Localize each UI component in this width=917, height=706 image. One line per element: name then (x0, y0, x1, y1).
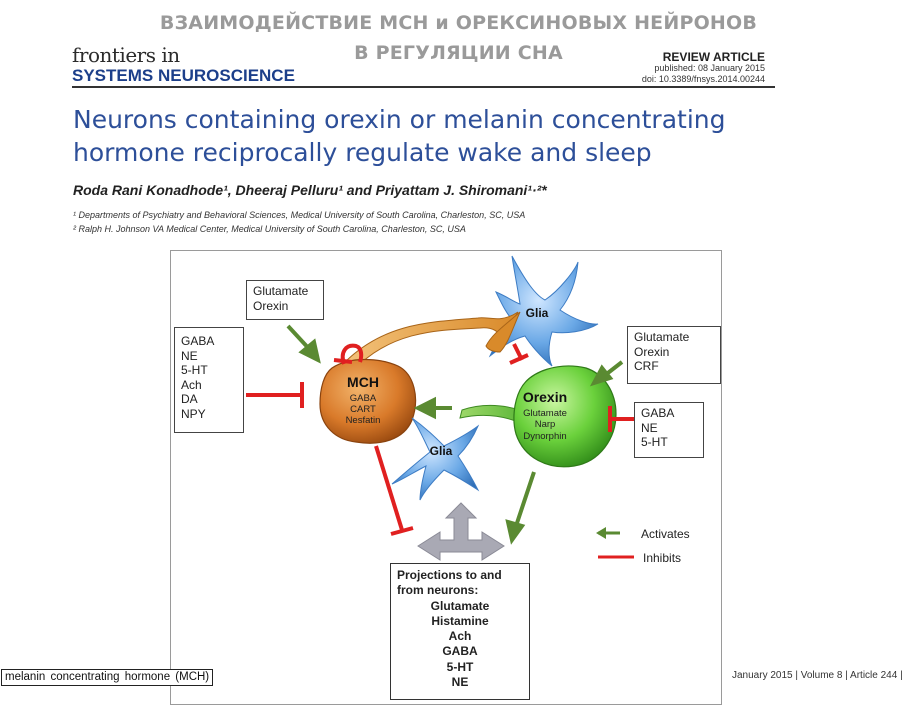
article-title: Neurons containing orexin or melanin con… (73, 103, 833, 169)
activate-arrows (286, 324, 624, 545)
inhibitory-inputs-box-left: GABA NE 5-HT Ach DA NPY (174, 327, 244, 433)
box-item: NPY (181, 406, 206, 421)
orexin-label: Orexin (523, 389, 567, 405)
projection-item: Glutamate (430, 598, 490, 613)
box-item: Orexin (634, 344, 670, 359)
journal-logo-bottom: SYSTEMS NEUROSCIENCE (72, 66, 295, 85)
legend-inhibits: Inhibits (643, 551, 682, 565)
box-item: GABA (181, 334, 215, 348)
projection-item: GABA (442, 644, 478, 659)
mch-self-inhibit-bar (333, 358, 353, 364)
glia-bottom-shape (391, 417, 480, 501)
slide-title-line-2: В РЕГУЛЯЦИИ СНА (354, 42, 563, 64)
article-type-label: REVIEW ARTICLE (662, 50, 765, 64)
legend-marks (596, 527, 634, 559)
glia-top-shape (488, 255, 599, 367)
box-item: CRF (634, 359, 659, 373)
box-item: Ach (181, 377, 202, 392)
highlighted-term: melanin concentrating hormone (MCH) (1, 669, 214, 686)
orexin-sub-1: Glutamate (523, 408, 567, 419)
affiliation-2: ² Ralph H. Johnson VA Medical Center, Me… (73, 224, 466, 234)
projection-item: NE (451, 675, 469, 690)
projection-item: 5-HT (446, 659, 474, 674)
box-item: 5-HT (641, 435, 668, 449)
affiliation-1: ¹ Departments of Psychiatry and Behavior… (73, 210, 526, 220)
author-list: Roda Rani Konadhode¹, Dheeraj Pelluru¹ a… (73, 182, 547, 198)
box-item: GABA (641, 406, 675, 420)
doi-line: doi: 10.3389/fnsys.2014.00244 (641, 74, 765, 84)
projection-arrow (417, 502, 505, 561)
orexin-sub-2: Narp (535, 419, 556, 430)
mch-sub-3: Nesfatin (346, 415, 381, 426)
box-item: Orexin (253, 298, 289, 313)
orexin-neuron-shape (513, 365, 617, 468)
article-title-line-2: hormone reciprocally regulate wake and s… (73, 138, 652, 167)
article-title-line-1: Neurons containing orexin or melanin con… (73, 105, 726, 134)
header-divider (72, 86, 775, 88)
mch-neuron-shape (319, 358, 417, 444)
legend-activates: Activates (641, 527, 690, 541)
box-item: 5-HT (181, 363, 208, 377)
mch-sub-2: CART (350, 404, 376, 415)
mch-axon (344, 311, 519, 373)
glia-bottom-label: Glia (430, 444, 453, 458)
box-item: Glutamate (634, 330, 690, 344)
mch-axon-terminal (485, 311, 521, 353)
inhibitory-inputs-box-right: GABA NE 5-HT (634, 402, 704, 458)
mch-self-inhibit-arrow (340, 343, 364, 365)
box-item: Glutamate (253, 284, 309, 298)
box-item: NE (641, 420, 658, 435)
journal-logo-top: frontiers in (72, 43, 180, 67)
published-date: published: 08 January 2015 (654, 63, 765, 73)
box-item: DA (181, 392, 198, 406)
projection-item: Ach (448, 629, 472, 644)
excitatory-inputs-box-right: Glutamate Orexin CRF (627, 326, 721, 384)
mch-sub-1: GABA (350, 393, 377, 404)
orexin-sub-3: Dynorphin (523, 431, 566, 442)
inhibit-lines (246, 343, 634, 536)
slide-title: ВЗАИМОДЕЙСТВИЕ МСН и ОРЕКСИНОВЫХ НЕЙРОНО… (0, 8, 917, 68)
projections-box: Projections to and from neurons: Glutama… (390, 563, 530, 700)
glia-top-label: Glia (526, 306, 549, 320)
slide-title-line-1: ВЗАИМОДЕЙСТВИЕ МСН и ОРЕКСИНОВЫХ НЕЙРОНО… (159, 12, 758, 34)
orexin-axon (459, 405, 521, 423)
excitatory-inputs-box-top: Glutamate Orexin (246, 280, 324, 320)
footer-citation: January 2015 | Volume 8 | Article 244 | (732, 670, 903, 681)
mch-label: MCH (347, 374, 379, 390)
projections-title: Projections to and from neurons: (397, 568, 502, 598)
projection-item: Histamine (431, 613, 489, 628)
box-item: NE (181, 348, 198, 363)
